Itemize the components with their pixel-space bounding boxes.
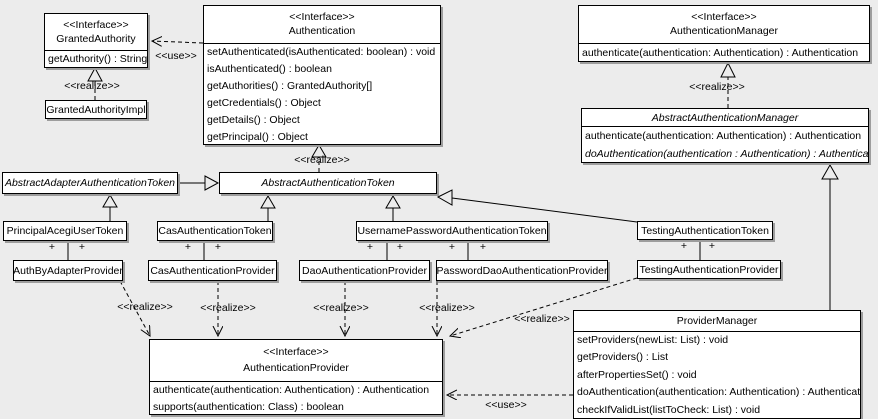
use-label: <<use>>: [155, 50, 197, 62]
class-name: CasAuthenticationProvider: [150, 264, 275, 277]
multiplicity-plus: +: [78, 241, 86, 253]
multiplicity-plus: +: [396, 241, 404, 253]
realize-label: <<realize>>: [200, 302, 256, 314]
generalization-arrow: [436, 189, 453, 206]
multiplicity-plus: +: [366, 241, 374, 253]
stereotype: <<Interface>>: [63, 18, 129, 31]
method: getAuthorities() : GrantedAuthority[]: [207, 80, 373, 92]
method: setAuthenticated(isAuthenticated: boolea…: [207, 46, 436, 58]
realize-label: <<realize>>: [514, 313, 570, 325]
class-authentication-manager: <<Interface>> AuthenticationManager auth…: [578, 5, 870, 62]
generalization-arrow: [260, 195, 276, 209]
method: doAuthentication(authentication : Authen…: [585, 148, 868, 160]
class-authentication-provider: <<Interface>> AuthenticationProvider aut…: [149, 339, 443, 415]
realize-label: <<realize>>: [294, 154, 350, 166]
class-name: ProviderManager: [676, 315, 758, 327]
class-name: AuthByAdapterProvider: [13, 264, 123, 277]
method: afterPropertiesSet() : void: [577, 368, 697, 381]
realize-label: <<realize>>: [64, 80, 120, 92]
use-dependency-line: [152, 41, 204, 43]
class-name: Authentication: [288, 25, 356, 37]
method: getCredentials() : Object: [207, 97, 321, 109]
method: checkIfValidList(listToCheck: List) : vo…: [577, 403, 761, 416]
method: setProviders(newList: List) : void: [577, 334, 729, 346]
class-abstract-adapter-authentication-token: AbstractAdapterAuthenticationToken: [2, 172, 178, 194]
multiplicity-plus: +: [708, 240, 716, 252]
class-provider-manager: ProviderManager setProviders(newList: Li…: [573, 310, 861, 419]
class-username-password-authentication-token: UsernamePasswordAuthenticationToken: [356, 221, 548, 241]
generalization-arrow: [821, 163, 839, 180]
generalization-line: [451, 197, 638, 223]
generalization-arrow: [102, 194, 118, 208]
method: getDetails() : Object: [207, 114, 300, 126]
multiplicity-plus: +: [214, 241, 222, 253]
method: doAuthentication(authentication: Authent…: [577, 386, 860, 399]
class-cas-authentication-provider: CasAuthenticationProvider: [148, 260, 277, 281]
class-abstract-authentication-manager: AbstractAuthenticationManager authentica…: [581, 108, 869, 163]
method: authenticate(authentication: Authenticat…: [153, 384, 430, 396]
class-name: AuthenticationProvider: [243, 362, 349, 374]
realize-label: <<realize>>: [419, 302, 475, 314]
class-testing-authentication-provider: TestingAuthenticationProvider: [637, 260, 781, 279]
method: supports(authentication: Class) : boolea…: [153, 401, 344, 413]
multiplicity-plus: +: [48, 241, 56, 253]
class-cas-authentication-token: CasAuthenticationToken: [157, 221, 273, 241]
method: getAuthority() : String: [48, 53, 147, 65]
class-name: AbstractAuthenticationManager: [651, 111, 799, 124]
realize-label: <<realize>>: [117, 301, 173, 313]
stereotype: <<Interface>>: [289, 11, 355, 23]
class-granted-authority-impl: GrantedAuthorityImpl: [45, 100, 147, 119]
class-name: UsernamePasswordAuthenticationToken: [357, 225, 547, 237]
multiplicity-plus: +: [448, 241, 456, 253]
multiplicity-plus: +: [479, 241, 487, 253]
class-testing-authentication-token: TestingAuthenticationToken: [637, 221, 773, 240]
class-dao-authentication-provider: DaoAuthenticationProvider: [299, 260, 430, 281]
method: getProviders() : List: [577, 351, 669, 364]
class-auth-by-adapter-provider: AuthByAdapterProvider: [13, 260, 123, 281]
class-granted-authority: <<Interface>> GrantedAuthority getAuthor…: [44, 13, 148, 68]
class-authentication: <<Interface>> Authentication setAuthenti…: [203, 5, 441, 145]
method: getPrincipal() : Object: [207, 131, 308, 143]
class-name: TestingAuthenticationToken: [641, 224, 769, 237]
class-name: AbstractAuthenticationToken: [261, 177, 395, 189]
method: authenticate(authentication: Authenticat…: [585, 130, 862, 142]
multiplicity-plus: +: [184, 241, 192, 253]
class-name: AuthenticationManager: [670, 25, 778, 37]
method: isAuthenticated() : boolean: [207, 63, 332, 75]
realize-label: <<realize>>: [689, 81, 745, 93]
class-name: PasswordDaoAuthenticationProvider: [436, 264, 608, 277]
class-name: TestingAuthenticationProvider: [639, 263, 779, 276]
method: authenticate(authentication: Authenticat…: [582, 47, 859, 59]
class-password-dao-authentication-provider: PasswordDaoAuthenticationProvider: [436, 260, 608, 281]
class-name: PrincipalAcegiUserToken: [6, 225, 124, 237]
generalization-arrow: [385, 195, 401, 209]
class-principal-acegi-user-token: PrincipalAcegiUserToken: [3, 221, 127, 241]
realize-arrow: [720, 61, 736, 78]
realize-label: <<realize>>: [313, 302, 369, 314]
class-name: GrantedAuthority: [56, 32, 136, 45]
generalization-arrow: [204, 175, 220, 191]
class-name: AbstractAdapterAuthenticationToken: [4, 177, 176, 189]
stereotype: <<Interface>>: [691, 11, 757, 23]
class-name: CasAuthenticationToken: [158, 225, 272, 237]
stereotype: <<Interface>>: [263, 346, 329, 358]
use-label: <<use>>: [485, 399, 527, 411]
multiplicity-plus: +: [680, 240, 688, 252]
class-name: DaoAuthenticationProvider: [302, 264, 427, 277]
class-abstract-authentication-token: AbstractAuthenticationToken: [219, 172, 437, 194]
class-name: GrantedAuthorityImpl: [46, 103, 146, 116]
